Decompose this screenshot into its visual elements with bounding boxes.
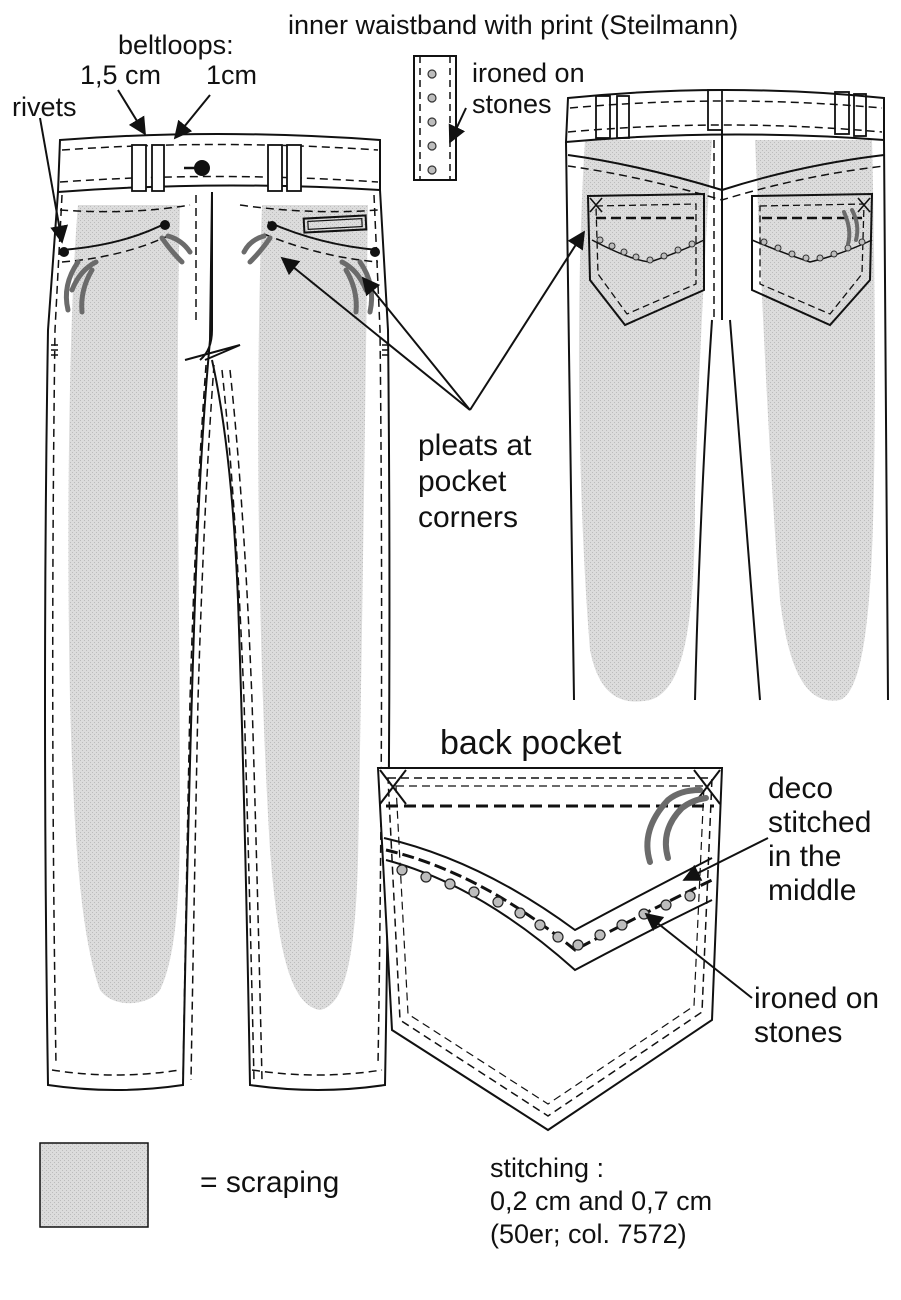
beltloop-size-wide: 1,5 cm [80, 60, 162, 90]
front-scraping-left [68, 205, 180, 1004]
pleats-line-3: corners [418, 501, 519, 534]
front-beltloops [131, 144, 302, 192]
rivets-label: rivets [12, 92, 77, 122]
ironed-stones-pocket-label: ironed on stones [754, 982, 879, 1050]
scraping-legend-label: = scraping [200, 1166, 340, 1199]
deco-label: deco stitched in the middle [768, 772, 871, 908]
back-scraping-left [578, 140, 712, 702]
ironed-stones-top-line-1: ironed on [472, 58, 585, 88]
annotation-arrows [39, 89, 769, 999]
deco-line-4: middle [768, 874, 857, 907]
back-scraping-right [755, 140, 875, 701]
back-pocket-detail [376, 767, 724, 1132]
front-left-leg [44, 191, 213, 1091]
waistband [56, 133, 381, 194]
back-pocket-right [751, 192, 874, 327]
pleats-line-2: pocket [418, 465, 507, 498]
ironed-stones-top-line-2: stones [472, 89, 552, 119]
waistband-note: inner waistband with print (Steilmann) [288, 10, 739, 40]
pleats-label: pleats at pocket corners [418, 428, 531, 536]
stitching-spec: stitching : 0,2 cm and 0,7 cm (50er; col… [490, 1152, 712, 1251]
stitching-line-1: stitching : [490, 1153, 605, 1183]
coin-pocket [302, 214, 368, 234]
front-view [44, 133, 391, 1091]
back-pocket-title: back pocket [440, 724, 622, 762]
deco-line-1: deco [768, 772, 834, 805]
waistband-strip [413, 55, 457, 181]
scraping-swatch [39, 1142, 149, 1228]
ironed-stones-pocket-line-2: stones [754, 1016, 843, 1049]
beltloops-label: beltloops: [118, 30, 234, 60]
front-right-leg [211, 189, 391, 1091]
ironed-stones-top-label: ironed on stones [472, 58, 585, 120]
front-rivets [59, 220, 380, 257]
deco-line-2: stitched [768, 806, 872, 839]
front-button [194, 160, 210, 176]
stitching-line-3: (50er; col. 7572) [490, 1219, 687, 1249]
back-beltloops [595, 89, 867, 139]
back-pocket-left [586, 192, 705, 327]
pocket-stones [396, 864, 696, 951]
deco-line-3: in the [768, 840, 842, 873]
back-view [564, 89, 889, 702]
ironed-stones-pocket-line-1: ironed on [754, 982, 880, 1015]
stitching-line-2: 0,2 cm and 0,7 cm [490, 1186, 713, 1216]
beltloop-size-narrow: 1cm [206, 60, 258, 90]
front-scraping-right [258, 205, 368, 1010]
back-legs [565, 139, 889, 701]
pleats-line-1: pleats at [418, 429, 532, 462]
